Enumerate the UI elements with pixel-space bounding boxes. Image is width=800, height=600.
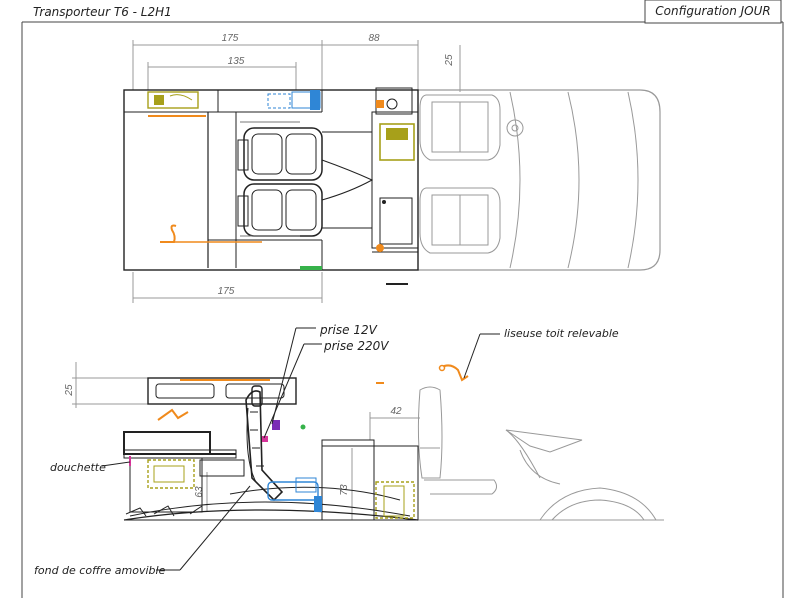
vehicle-cab-side: [417, 386, 664, 521]
dim-25-top: 25: [444, 54, 455, 67]
dim-175-top: 175: [222, 33, 239, 44]
equipment-top: [147, 90, 415, 252]
dim-88: 88: [368, 33, 380, 44]
rear-bench-top: [237, 121, 323, 237]
top-view: 175 88 135 25 175: [123, 33, 661, 303]
dim-42: 42: [390, 406, 402, 417]
callout-coffre: fond de coffre amovible: [34, 564, 166, 577]
callout-prise-12v: prise 12V: [319, 323, 378, 337]
vehicle-cab-top: [418, 89, 661, 271]
callout-liseuse: liseuse toit relevable: [504, 327, 619, 340]
dim-25-side: 25: [64, 384, 75, 397]
equipment-side: [129, 364, 469, 519]
dim-135: 135: [228, 56, 245, 67]
callout-prise-220v: prise 220V: [323, 339, 389, 353]
van-interior-top: [123, 87, 419, 285]
dim-63: 63: [194, 486, 205, 498]
top-dimensions: 175 88 135 25 175: [132, 33, 461, 303]
van-interior-side: [123, 377, 419, 521]
config-label: Configuration JOUR: [655, 4, 771, 18]
drawing-title: Transporteur T6 - L2H1: [33, 5, 172, 19]
side-view: 25 42 63 73: [34, 323, 664, 577]
config-box: [644, 0, 782, 24]
callout-douchette: douchette: [50, 461, 106, 474]
callouts: prise 12V prise 220V liseuse toit releva…: [34, 323, 619, 577]
dim-175-bottom: 175: [218, 286, 235, 297]
